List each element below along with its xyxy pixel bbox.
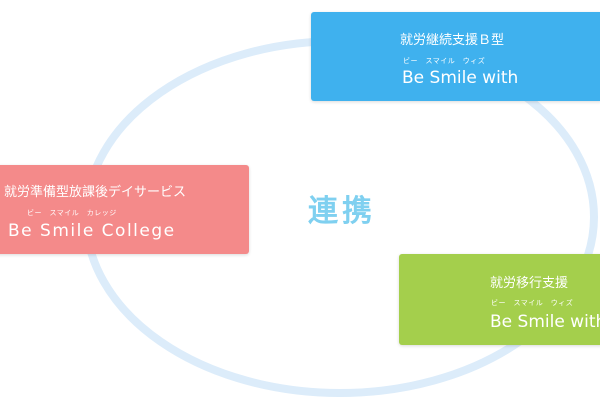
box-title: 就労継続支援Ｂ型 xyxy=(400,33,505,48)
box-ruby: ビー スマイル ウィズ xyxy=(491,299,574,307)
box-ruby: ビー スマイル ウィズ xyxy=(403,57,486,65)
box-employment-transition-support[interactable]: 就労移行支援 ビー スマイル ウィズ Be Smile with xyxy=(399,254,600,345)
box-after-school-day-service[interactable]: 就労準備型放課後デイサービス ビー スマイル カレッジ Be Smile Col… xyxy=(0,165,249,254)
box-title: 就労準備型放課後デイサービス xyxy=(4,185,187,200)
box-continuation-support-b[interactable]: 就労継続支援Ｂ型 ビー スマイル ウィズ Be Smile with xyxy=(311,12,600,101)
box-ruby: ビー スマイル カレッジ xyxy=(27,209,117,217)
center-label: 連携 xyxy=(308,194,376,229)
box-name: Be Smile with xyxy=(490,312,600,332)
box-name: Be Smile with xyxy=(402,68,519,88)
box-name: Be Smile College xyxy=(8,221,176,241)
box-title: 就労移行支援 xyxy=(490,276,569,291)
